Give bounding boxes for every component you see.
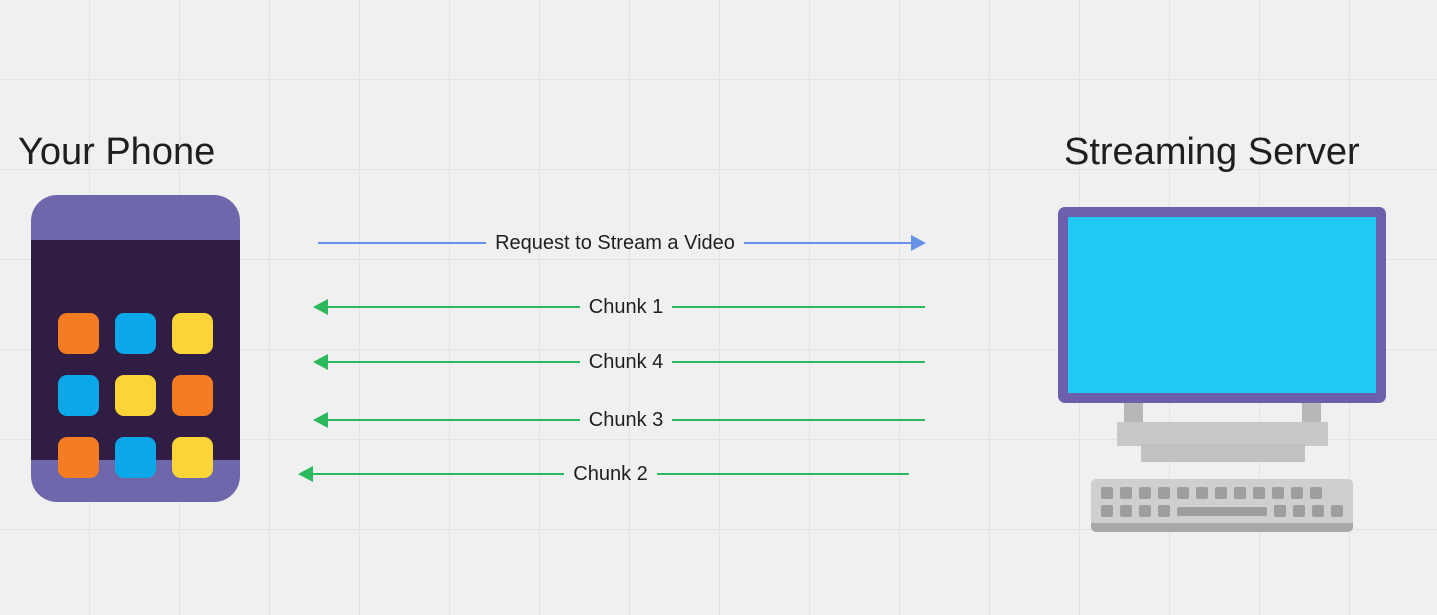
monitor-stand-leg-right	[1302, 403, 1321, 425]
keyboard-key	[1272, 487, 1284, 499]
message-line-segment	[743, 242, 912, 244]
keyboard-key	[1101, 505, 1113, 517]
keyboard-key	[1120, 505, 1132, 517]
keyboard-key	[1196, 487, 1208, 499]
message-line-segment	[656, 473, 909, 475]
message-arrow: Chunk 3	[313, 405, 925, 435]
keyboard-key	[1120, 487, 1132, 499]
app-icon	[172, 437, 213, 478]
message-line-segment	[672, 361, 925, 363]
message-label: Chunk 1	[588, 296, 664, 318]
keyboard-key	[1293, 505, 1305, 517]
app-icon	[58, 375, 99, 416]
phone-app-grid	[58, 313, 213, 479]
arrow-head-left-icon	[313, 412, 328, 428]
keyboard-icon	[1091, 479, 1353, 531]
phone-icon	[31, 195, 240, 502]
app-icon	[172, 375, 213, 416]
app-icon	[115, 313, 156, 354]
monitor-screen	[1068, 217, 1376, 393]
message-label: Chunk 2	[573, 463, 648, 485]
message-line-segment	[327, 306, 580, 308]
phone-title: Your Phone	[18, 131, 216, 173]
keyboard-key	[1177, 487, 1189, 499]
message-line-segment	[312, 473, 565, 475]
message-line-segment	[672, 306, 925, 308]
keyboard-key	[1291, 487, 1303, 499]
message-line-segment	[327, 361, 580, 363]
monitor-stand-base	[1141, 444, 1305, 462]
arrow-head-right-icon	[911, 235, 926, 251]
app-icon	[58, 437, 99, 478]
keyboard-key	[1101, 487, 1113, 499]
arrow-head-left-icon	[298, 466, 313, 482]
arrow-head-left-icon	[313, 354, 328, 370]
keyboard-key	[1310, 487, 1322, 499]
keyboard-key	[1331, 505, 1343, 517]
keyboard-row-top	[1101, 487, 1343, 499]
server-title: Streaming Server	[1064, 131, 1360, 173]
message-arrow: Chunk 1	[313, 292, 925, 322]
keyboard-key	[1274, 505, 1286, 517]
keyboard-key	[1139, 487, 1151, 499]
app-icon	[58, 313, 99, 354]
message-label: Chunk 4	[588, 351, 664, 373]
keyboard-row-bottom	[1101, 505, 1343, 517]
keyboard-key	[1139, 505, 1151, 517]
message-line-segment	[672, 419, 925, 421]
message-line-segment	[327, 419, 580, 421]
phone-screen	[31, 240, 240, 478]
app-icon	[115, 375, 156, 416]
keyboard-key	[1253, 487, 1265, 499]
message-arrow: Request to Stream a Video	[318, 228, 926, 258]
app-icon	[172, 313, 213, 354]
message-label: Chunk 3	[588, 409, 664, 431]
message-line-segment	[318, 242, 487, 244]
keyboard-spacebar	[1177, 507, 1267, 516]
arrow-head-left-icon	[313, 299, 328, 315]
keyboard-key	[1234, 487, 1246, 499]
monitor-stand-leg-left	[1124, 403, 1143, 425]
monitor-stand-neck	[1117, 422, 1328, 446]
keyboard-base-edge	[1091, 523, 1353, 532]
keyboard-key	[1158, 487, 1170, 499]
keyboard-key	[1312, 505, 1324, 517]
message-label: Request to Stream a Video	[495, 232, 735, 254]
message-arrow: Chunk 2	[298, 459, 909, 489]
keyboard-key	[1215, 487, 1227, 499]
message-arrow: Chunk 4	[313, 347, 925, 377]
monitor-icon	[1058, 207, 1386, 403]
keyboard-key	[1158, 505, 1170, 517]
app-icon	[115, 437, 156, 478]
